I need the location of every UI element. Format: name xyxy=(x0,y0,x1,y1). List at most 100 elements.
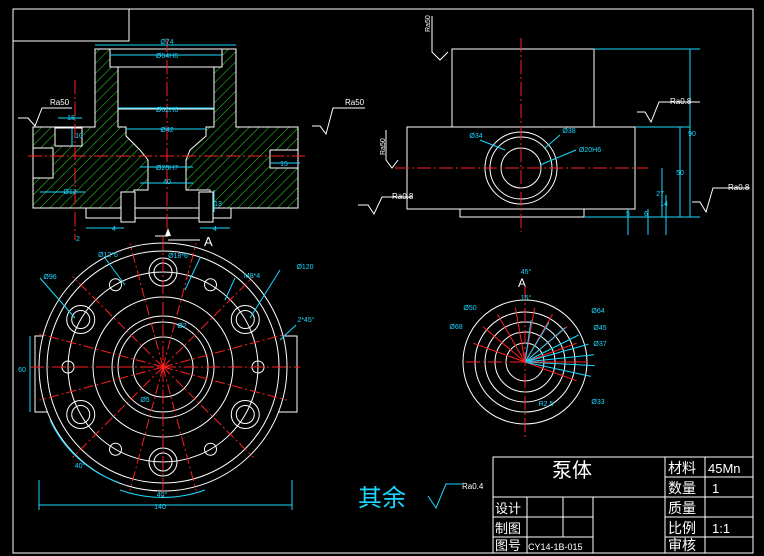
front-dim-d12x6: Ø12*6 xyxy=(98,252,118,259)
dim-d42: Ø42 xyxy=(160,127,173,134)
dim-d74: Ø74 xyxy=(160,39,173,46)
front-centerline xyxy=(39,366,164,401)
front-bolt-holes xyxy=(39,243,287,491)
front-centerline xyxy=(39,333,164,368)
side-rough-bottom: Ra0.8 xyxy=(392,192,414,201)
front-centerline xyxy=(162,243,197,368)
remaining-ra: Ra0.4 xyxy=(462,482,484,491)
front-dim-v140: 140 xyxy=(154,504,166,511)
small-hole xyxy=(109,278,122,292)
front-view: Ø12*6 Ø18*6 M8*4 Ø120 Ø96 2*45° 60 40° 4… xyxy=(18,236,315,511)
viewa-dim-d33: Ø33 xyxy=(591,399,604,406)
side-rough-right1: Ra0.8 xyxy=(670,97,692,106)
side-dim-v5: 5 xyxy=(626,211,630,218)
view-a: A 45° 15° Ø50 Ø68 Ø64 Ø45 Ø37 Ø33 R2.5 xyxy=(449,268,607,440)
scale-value: 1:1 xyxy=(712,521,730,536)
viewa-dim-a15: 15° xyxy=(521,294,532,302)
bolt-hole xyxy=(71,310,91,329)
view-a-leader xyxy=(524,320,532,363)
scale-label: 比例 xyxy=(668,520,696,536)
dim-v40: 40 xyxy=(163,179,171,186)
view-a-ray xyxy=(482,326,526,363)
front-centerline xyxy=(129,243,164,368)
title-block xyxy=(492,456,754,554)
view-a-leader xyxy=(524,354,594,363)
view-a-rays xyxy=(473,307,595,382)
side-rough-top: Ra50 xyxy=(425,15,432,32)
front-dim-d5: Ø5 xyxy=(140,397,149,404)
side-rough-left: Ra50 xyxy=(380,138,387,155)
qty-label: 数量 xyxy=(668,480,696,496)
viewa-dim-d50: Ø50 xyxy=(463,305,476,312)
remaining-label: 其余 xyxy=(358,485,406,512)
dim-d28: Ø28H7 xyxy=(156,165,178,172)
front-centerline xyxy=(162,366,287,401)
viewa-dim-d64: Ø64 xyxy=(591,308,604,315)
front-dim-d96: Ø96 xyxy=(43,274,56,281)
side-dim-v14: 14 xyxy=(660,201,668,208)
front-centerline xyxy=(162,366,197,491)
part-name: 泵体 xyxy=(552,459,592,482)
view-a-ray xyxy=(514,307,526,363)
side-dim-d38: Ø38 xyxy=(562,128,575,135)
view-a-ray xyxy=(524,361,577,382)
front-dim-m8x4: M8*4 xyxy=(244,273,260,280)
small-hole xyxy=(109,442,122,456)
front-dim-v60: 60 xyxy=(18,367,26,374)
bolt-hole xyxy=(235,405,255,424)
dim-v2: 2 xyxy=(76,236,80,243)
remaining-roughness: 其余 Ra0.4 xyxy=(358,482,484,512)
drafted-label: 制图 xyxy=(495,521,521,536)
dim-v15: 15 xyxy=(280,161,288,168)
front-dim-a40a: 40° xyxy=(75,462,86,470)
view-a-ray xyxy=(497,314,526,363)
viewa-dim-d45: Ø45 xyxy=(593,325,606,332)
dim-v10: 10 xyxy=(75,133,83,140)
review-label: 审核 xyxy=(668,537,696,553)
material-label: 材料 xyxy=(668,460,696,476)
drawing-frame xyxy=(12,8,754,554)
design-label: 设计 xyxy=(495,501,521,516)
dim-v18: 18 xyxy=(67,115,75,122)
front-centerline xyxy=(162,366,254,458)
view-a-ray xyxy=(473,342,526,363)
front-dim-d120: Ø120 xyxy=(296,264,313,271)
side-dim-v6: 6 xyxy=(644,211,648,218)
front-centerline xyxy=(129,366,164,491)
front-centerline xyxy=(162,276,254,368)
bolt-hole xyxy=(235,310,255,329)
view-a-leader xyxy=(524,343,589,363)
title-block-text: 泵体 材料 45Mn 数量 1 质量 比例 1:1 审核 设计 制图 图号 CY… xyxy=(495,459,741,553)
dim-d12: Ø12 xyxy=(63,189,76,196)
front-centerline xyxy=(72,276,164,368)
rough-right: Ra50 xyxy=(345,98,365,107)
dim-d62: Ø62H6 xyxy=(156,107,178,114)
view-a-leader xyxy=(524,327,566,363)
side-rough-right2: Ra0.8 xyxy=(728,183,750,192)
view-label-a: A xyxy=(204,234,213,249)
small-hole xyxy=(204,442,217,456)
viewa-dim-d68: Ø68 xyxy=(449,324,462,331)
viewa-dim-a45: 45° xyxy=(521,268,532,276)
view-a-leader xyxy=(524,322,550,363)
dim-d64: Ø64H6 xyxy=(156,53,178,60)
bolt-hole xyxy=(230,305,260,334)
dim-v13: 13 xyxy=(214,201,222,208)
front-dim-d2: Ø2 xyxy=(177,323,186,330)
viewa-dim-r5: R2.5 xyxy=(539,401,554,408)
dim-v4b: 4 xyxy=(213,226,217,233)
front-dim-chamfer: 2*45° xyxy=(297,316,314,324)
material-value: 45Mn xyxy=(708,461,741,476)
side-dim-d20: Ø20H6 xyxy=(579,147,601,154)
viewa-dim-d37: Ø37 xyxy=(593,341,606,348)
view-a-title: A xyxy=(518,276,526,290)
view-a-leader xyxy=(524,361,591,377)
view-a-leader xyxy=(524,334,579,363)
bolt-hole xyxy=(71,405,91,424)
dim-v4a: 4 xyxy=(112,226,116,233)
section-view: Ø74 Ø64H6 Ø62H6 Ø42 Ø28H7 40 18 10 Ø12 1… xyxy=(18,38,365,249)
bolt-hole xyxy=(230,400,260,429)
front-centerline xyxy=(162,333,287,368)
side-dim-d34: Ø34 xyxy=(469,133,482,140)
